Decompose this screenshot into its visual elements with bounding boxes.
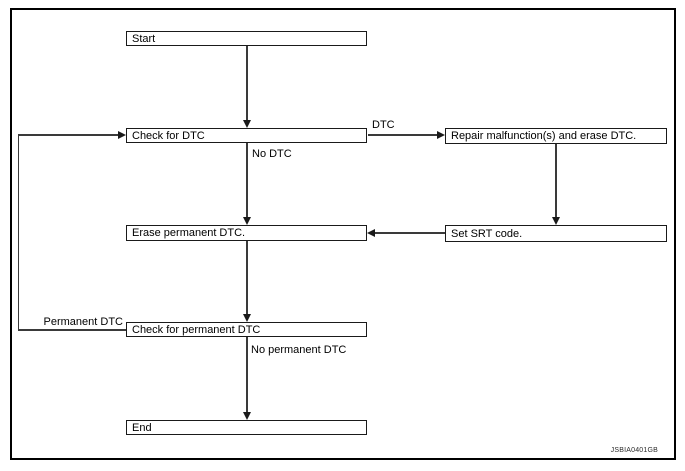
connector-return-upper <box>18 134 118 136</box>
node-end: End <box>126 420 367 435</box>
arrowhead-down-erase-permanent <box>242 217 251 225</box>
arrowhead-down-set-srt <box>551 217 560 225</box>
connector-return-lower <box>18 329 126 331</box>
node-check-dtc: Check for DTC <box>126 128 367 143</box>
figure-code: JSBIA0401GB <box>610 447 658 454</box>
connector-set-srt-to-erase <box>375 232 445 234</box>
arrowhead-right-repair <box>437 131 445 139</box>
connector-check-permanent-to-end <box>246 337 248 412</box>
node-repair-malfunction: Repair malfunction(s) and erase DTC. <box>445 128 667 144</box>
edge-label-dtc: DTC <box>372 119 395 131</box>
edge-label-no-permanent-dtc: No permanent DTC <box>251 344 347 356</box>
node-erase-permanent-dtc: Erase permanent DTC. <box>126 225 367 241</box>
node-set-srt-code: Set SRT code. <box>445 225 667 242</box>
connector-check-dtc-to-repair <box>368 134 437 136</box>
arrowhead-down-check-permanent <box>242 314 251 322</box>
arrowhead-down-end <box>242 412 251 420</box>
node-check-permanent-dtc: Check for permanent DTC <box>126 322 367 337</box>
connector-check-dtc-to-erase <box>246 143 248 217</box>
edge-label-permanent-dtc: Permanent DTC <box>43 316 123 328</box>
edge-label-no-dtc: No DTC <box>252 148 292 160</box>
node-start: Start <box>126 31 367 46</box>
arrowhead-down-check-dtc <box>242 120 251 128</box>
connector-return-vertical <box>17 134 19 330</box>
connector-start-to-check-dtc <box>246 46 248 120</box>
connector-erase-to-check-permanent <box>246 241 248 314</box>
figure-border <box>10 8 676 460</box>
arrowhead-right-check-dtc <box>118 131 126 139</box>
arrowhead-left-erase-permanent <box>367 229 375 237</box>
connector-repair-to-set-srt <box>555 144 557 217</box>
